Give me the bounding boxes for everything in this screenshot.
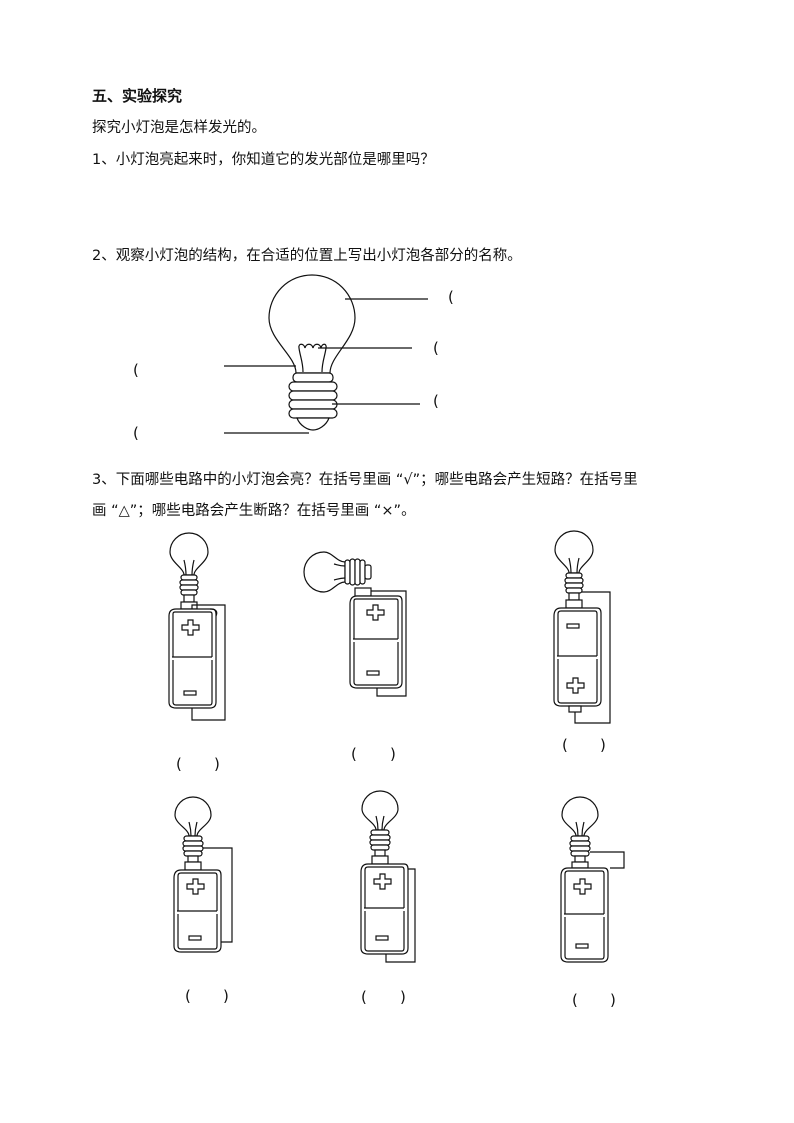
circuit-4-answer-open: ( — [185, 987, 191, 1005]
section-intro: 探究小灯泡是怎样发光的。 — [92, 120, 266, 136]
question-3-line-1: 3、下面哪些电路中的小灯泡会亮？在括号里画 “√”；哪些电路会产生短路？在括号里 — [92, 472, 638, 488]
question-2: 2、观察小灯泡的结构，在合适的位置上写出小灯泡各部分的名称。 — [92, 248, 522, 264]
circuit-2 — [303, 551, 407, 697]
circuit-3-answer-open: ( — [562, 736, 568, 754]
circuit-2-answer-close: ) — [390, 745, 396, 763]
bulb-label-paren-left-1: ( — [133, 361, 139, 379]
circuit-1-answer-close: ) — [214, 755, 220, 773]
circuit-5 — [360, 790, 416, 963]
circuit-6-answer-close: ) — [610, 991, 616, 1009]
bulb-structure-diagram — [224, 274, 428, 434]
circuit-3 — [553, 530, 611, 724]
circuit-1-answer-open: ( — [176, 755, 182, 773]
circuit-1 — [168, 532, 226, 721]
circuit-6 — [560, 796, 625, 963]
circuit-4 — [173, 796, 233, 953]
question-3-line-2: 画 “△”；哪些电路会产生断路？在括号里画 “×”。 — [92, 503, 416, 519]
circuit-4-answer-close: ) — [223, 987, 229, 1005]
circuit-5-answer-open: ( — [361, 988, 367, 1006]
question-1: 1、小灯泡亮起来时，你知道它的发光部位是哪里吗？ — [92, 152, 435, 168]
bulb-label-paren-right-1: ( — [448, 288, 454, 306]
circuit-3-answer-close: ) — [600, 736, 606, 754]
bulb-label-paren-left-2: ( — [133, 424, 139, 442]
circuit-6-answer-open: ( — [572, 991, 578, 1009]
bulb-label-paren-right-3: ( — [433, 392, 439, 410]
bulb-label-paren-right-2: ( — [433, 339, 439, 357]
circuit-2-answer-open: ( — [351, 745, 357, 763]
circuit-5-answer-close: ) — [400, 988, 406, 1006]
section-title: 五、实验探究 — [92, 87, 183, 105]
